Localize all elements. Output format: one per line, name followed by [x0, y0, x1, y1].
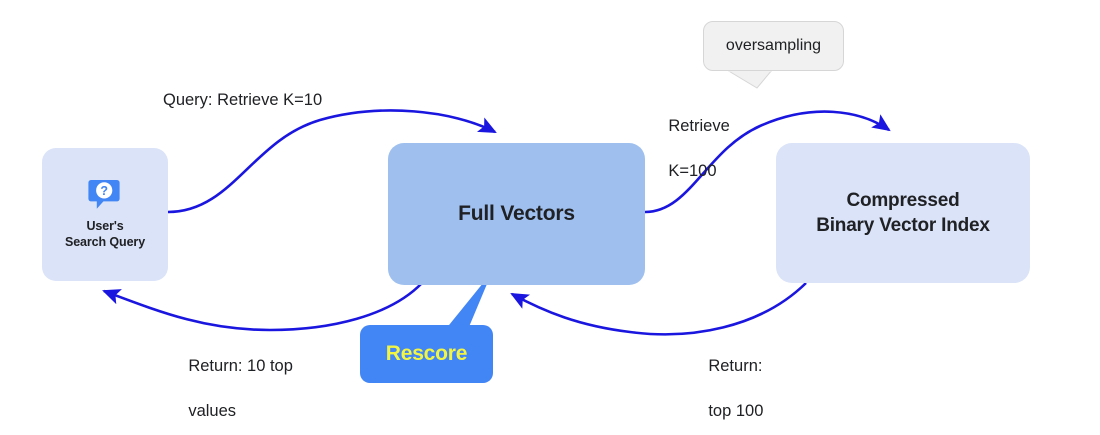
- node-compressed-binary-vector-index[interactable]: Compressed Binary Vector Index: [776, 143, 1030, 283]
- edge-compressed-to-full-vectors: [510, 282, 807, 336]
- callout-oversampling-label: oversampling: [725, 37, 822, 54]
- edge-label-retrieve-k100: Retrieve K=100: [650, 92, 730, 206]
- edge-label-return-100-line1: Return:: [708, 356, 763, 375]
- edge-label-return-10-line2: values: [188, 402, 237, 421]
- edge-label-query-retrieve-k10: Query: Retrieve K=10: [163, 91, 323, 109]
- edge-label-return-10-line1: Return: 10 top: [188, 356, 293, 375]
- node-query-label-line1: User's: [86, 219, 124, 234]
- edge-label-retrieve-k100-line1: Retrieve: [668, 116, 730, 135]
- node-users-search-query[interactable]: ? User's Search Query: [42, 148, 168, 281]
- edge-label-return-top-100-values: Return: top 100 values: [690, 332, 763, 435]
- node-full-vectors-label: Full Vectors: [458, 202, 575, 225]
- node-rescore-label: Rescore: [385, 342, 468, 365]
- node-compressed-label-line1: Compressed: [846, 189, 960, 211]
- question-speech-bubble-icon: ?: [88, 180, 120, 210]
- oversampling-callout-tail: [725, 69, 774, 89]
- edge-label-retrieve-k100-line2: K=100: [668, 162, 717, 181]
- svg-text:?: ?: [100, 185, 108, 199]
- node-rescore[interactable]: Rescore: [360, 325, 493, 383]
- edge-label-return-100-line2: top 100: [708, 402, 764, 421]
- edge-label-return-10-top-values: Return: 10 top values: [170, 332, 293, 435]
- node-query-label-line2: Search Query: [64, 235, 146, 249]
- callout-oversampling[interactable]: oversampling: [703, 21, 844, 71]
- edge-full-vectors-to-query: [102, 282, 423, 332]
- node-compressed-label-line2: Binary Vector Index: [816, 215, 990, 236]
- node-full-vectors[interactable]: Full Vectors: [388, 143, 645, 285]
